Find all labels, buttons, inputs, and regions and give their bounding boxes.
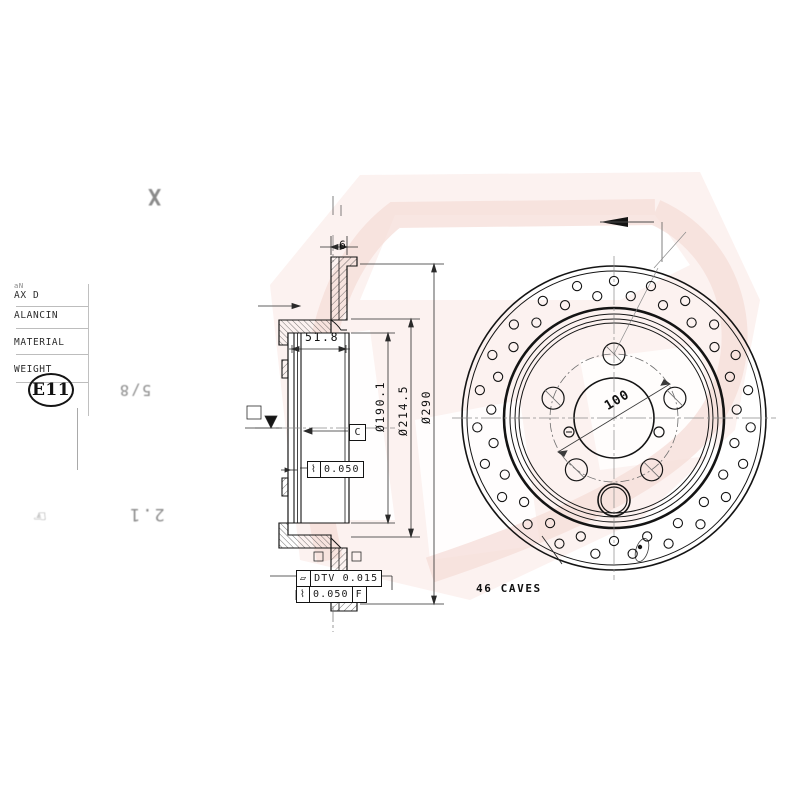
ghost-revision: 2.1 (128, 504, 165, 524)
title-block-divider (88, 284, 89, 416)
dim-thickness-6: 6 (339, 238, 348, 252)
title-block-row-weight: WEIGHT (14, 364, 52, 375)
fcf-dtv-value: DTV 0.015 (310, 571, 381, 586)
title-block-row-max-d: AX D (14, 290, 40, 301)
fcf-runout-f-datum: F (351, 587, 366, 602)
note-46-caves: 46 CAVES (476, 582, 542, 595)
dim-diameter-190-1: Ø190.1 (373, 380, 387, 432)
title-block-row-balancing: ALANCIN (14, 310, 59, 321)
fcf-runout-c-value: 0.050 (319, 462, 363, 477)
dim-diameter-214-5: Ø214.5 (396, 384, 410, 436)
title-block-ghost-top: aN (14, 282, 24, 290)
ghost-corner-mark: X (148, 183, 162, 208)
title-block-row-material: MATERIAL (14, 337, 65, 348)
fcf-dtv-symbol: ▱ (300, 573, 308, 584)
fcf-runout-c: ⌇ 0.050 (307, 461, 364, 478)
datum-c-box: C (349, 424, 366, 441)
approval-badge-e11: E11 (28, 373, 74, 407)
title-block-divider-lower (77, 408, 79, 470)
fcf-runout-f-value: 0.050 (308, 587, 352, 602)
fcf-runout-f: ⌇ 0.050 F (296, 586, 367, 603)
dim-diameter-290: Ø290 (419, 389, 433, 424)
ghost-symbol-mark: ☞ (34, 505, 46, 527)
fcf-dtv: ▱ DTV 0.015 (296, 570, 383, 587)
dim-height-51-8: 51.8 (305, 330, 340, 344)
fcf-runout-f-symbol: ⌇ (300, 589, 306, 600)
ghost-part-number: 5/8 (118, 381, 152, 399)
fcf-runout-c-symbol: ⌇ (311, 464, 317, 475)
